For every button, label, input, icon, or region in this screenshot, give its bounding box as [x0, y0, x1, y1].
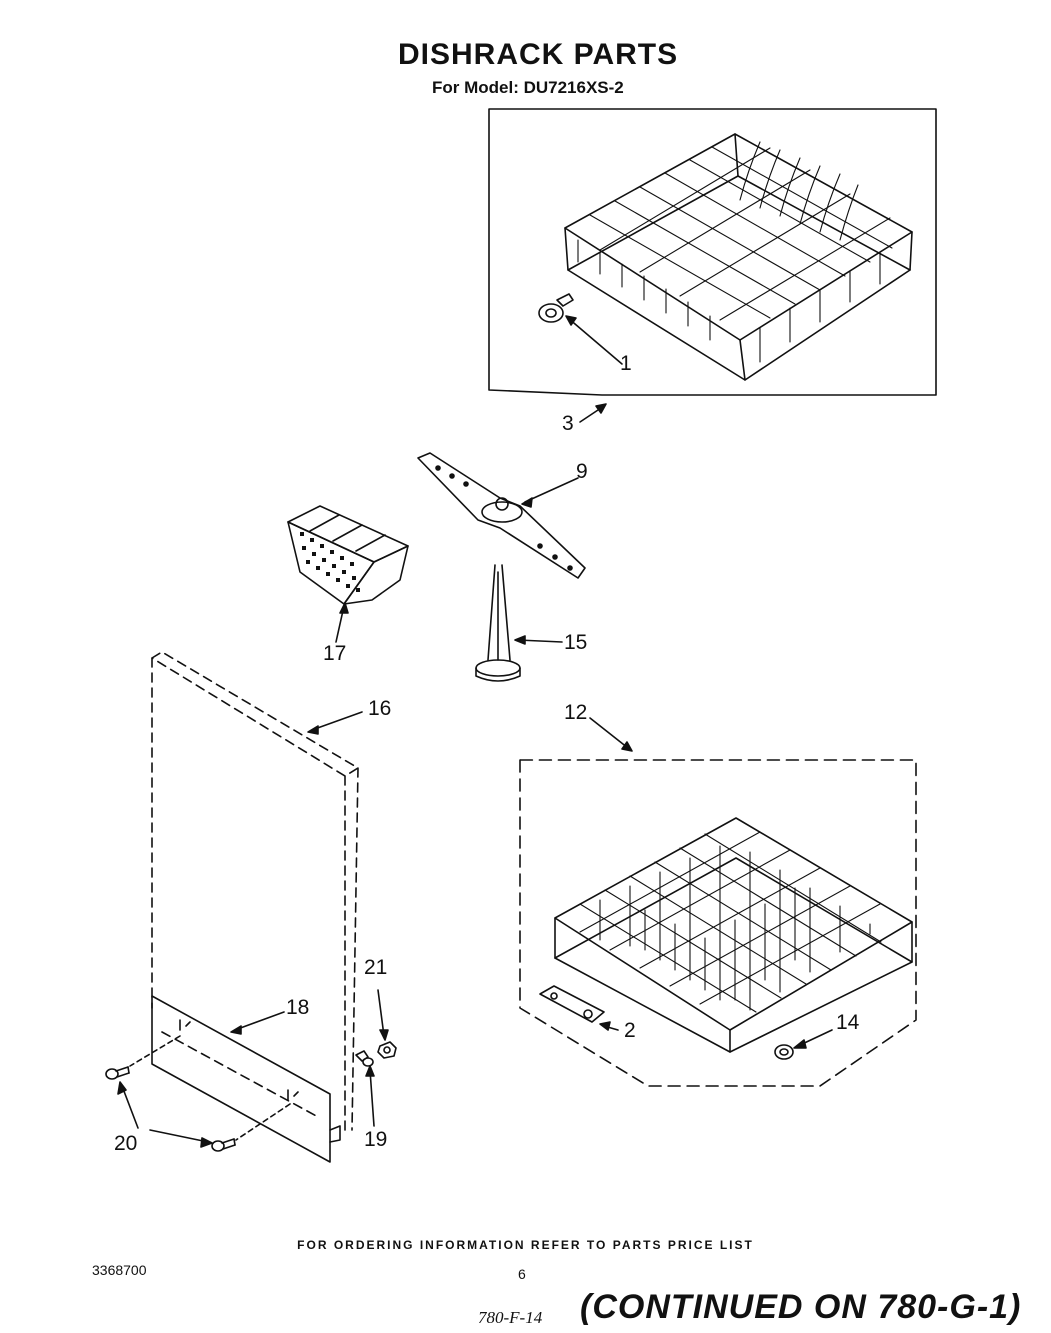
upper-dishrack	[564, 133, 913, 381]
fastener-nut	[377, 989, 397, 1059]
callout-14: 14	[836, 1011, 860, 1034]
callout-19: 19	[364, 1128, 388, 1151]
toe-panel	[151, 995, 341, 1163]
lower-dishrack	[554, 817, 913, 1053]
door-panel	[151, 651, 359, 1136]
leader-20	[117, 1081, 213, 1148]
upper-rack-box	[488, 108, 937, 396]
leader-3	[579, 403, 607, 423]
callout-16: 16	[368, 697, 392, 720]
silverware-basket	[287, 505, 409, 643]
page-number: 6	[518, 1266, 526, 1282]
rack-bracket	[539, 985, 619, 1031]
spray-tower	[475, 564, 563, 682]
callout-2: 2	[624, 1019, 636, 1042]
model-subtitle: For Model: DU7216XS-2	[432, 78, 624, 97]
callout-9: 9	[576, 460, 588, 483]
handwritten-reference: 780-F-14	[478, 1308, 543, 1327]
ordering-note: FOR ORDERING INFORMATION REFER TO PARTS …	[297, 1238, 754, 1252]
callout-21: 21	[364, 956, 388, 979]
page-title: DISHRACK PARTS	[398, 38, 679, 71]
continued-note: (CONTINUED ON 780-G-1)	[580, 1288, 1022, 1326]
callout-1: 1	[620, 352, 632, 375]
leader-12	[589, 717, 633, 752]
leader-16	[307, 711, 363, 735]
callout-3: 3	[562, 412, 574, 435]
rack-roller	[538, 293, 623, 365]
screw-right	[211, 1103, 291, 1152]
rack-wheel	[774, 1029, 833, 1060]
callout-17: 17	[323, 642, 347, 665]
document-number: 3368700	[92, 1262, 147, 1278]
fastener-clip	[355, 1050, 375, 1127]
callout-18: 18	[286, 996, 310, 1019]
callout-12: 12	[564, 701, 588, 724]
spray-arm	[417, 452, 586, 579]
lower-rack-box	[519, 759, 917, 1087]
callout-15: 15	[564, 631, 588, 654]
callout-20: 20	[114, 1132, 138, 1155]
screw-left	[105, 1035, 181, 1080]
